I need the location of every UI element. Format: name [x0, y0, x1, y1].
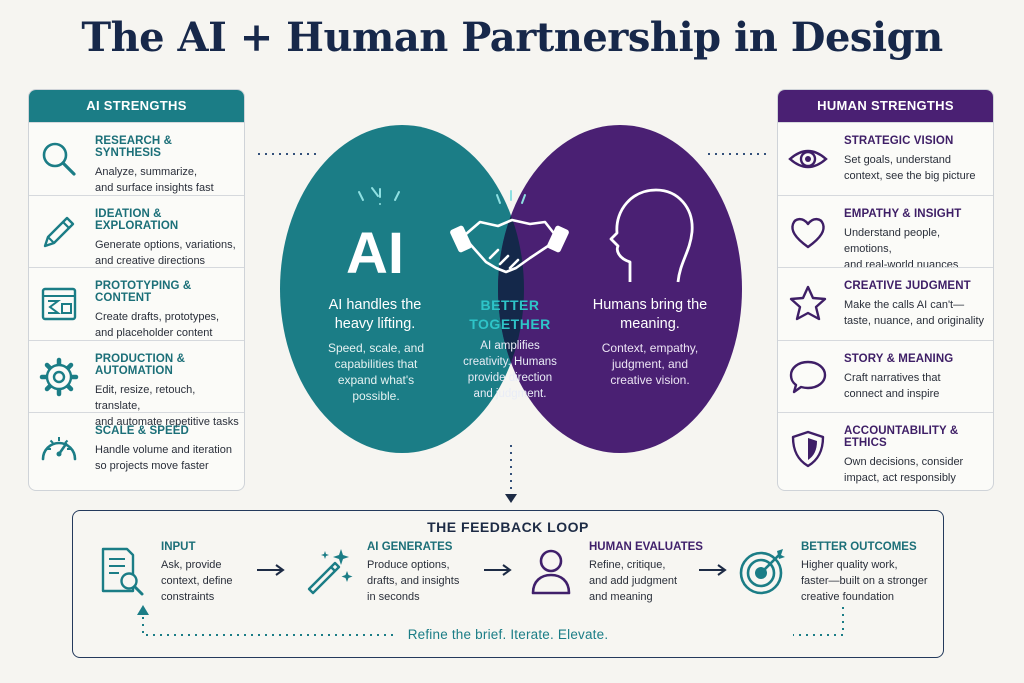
item-title: PRODUCTION & AUTOMATION: [95, 352, 186, 377]
item-title: CREATIVE JUDGMENT: [844, 280, 971, 293]
ai-strengths-heading: AI STRENGTHS: [29, 90, 244, 122]
magic-wand-icon: [303, 545, 355, 597]
step-description: Ask, provide context, define constraints: [161, 559, 233, 603]
prototype-window-icon: [37, 282, 81, 326]
ai-strength-item: PRODUCTION & AUTOMATION Edit, resize, re…: [29, 339, 244, 428]
sparkle-icon: [358, 187, 400, 205]
ai-strength-item: RESEARCH & SYNTHESIS Analyze, summarize,…: [29, 122, 244, 195]
eye-icon: [786, 137, 830, 181]
heart-icon: [786, 210, 830, 254]
human-strengths-heading: HUMAN STRENGTHS: [778, 90, 993, 122]
page-title: The AI + Human Partnership in Design: [81, 14, 943, 61]
step-description: Higher quality work, faster—built on a s…: [801, 559, 928, 603]
item-title: RESEARCH & SYNTHESIS: [95, 135, 173, 159]
arrow-right-icon: [257, 564, 285, 576]
center-heading: BETTER TOGETHER: [469, 297, 551, 332]
item-title: PROTOTYPING & CONTENT: [95, 280, 192, 305]
item-title: EMPATHY & INSIGHT: [844, 207, 962, 220]
gear-icon: [37, 355, 81, 399]
human-heading: Humans bring the meaning.: [592, 297, 708, 332]
step-title: BETTER OUTCOMES: [801, 541, 917, 553]
ai-label: AI: [346, 221, 404, 286]
human-strength-item: STORY & MEANING Craft narratives that co…: [778, 339, 993, 413]
item-title: SCALE & SPEED: [95, 425, 189, 438]
center-description: AI amplifies creativity. Humans provide …: [463, 340, 557, 400]
item-description: Make the calls AI can't— taste, nuance, …: [844, 299, 985, 328]
item-title: ACCOUNTABILITY & ETHICS: [844, 425, 959, 450]
arrow-down-icon: [505, 494, 517, 503]
step-title: INPUT: [161, 541, 196, 553]
ai-strengths-panel: AI STRENGTHS RESEARCH & SYNTHESIS Analyz…: [28, 89, 245, 491]
step-title: HUMAN EVALUATES: [589, 541, 703, 553]
feedback-loop-title: THE FEEDBACK LOOP: [427, 519, 589, 535]
step-title: AI GENERATES: [367, 541, 453, 553]
step-description: Produce options, drafts, and insights in…: [367, 559, 460, 603]
pencil-icon: [37, 210, 81, 254]
arrow-right-icon: [699, 564, 727, 576]
human-strength-item: ACCOUNTABILITY & ETHICS Own decisions, c…: [778, 412, 993, 485]
item-description: Own decisions, consider impact, act resp…: [844, 456, 964, 485]
human-strength-item: EMPATHY & INSIGHT Understand people, emo…: [778, 194, 993, 271]
ai-strength-item: PROTOTYPING & CONTENT Create drafts, pro…: [29, 267, 244, 340]
human-strength-item: STRATEGIC VISION Set goals, understand c…: [778, 122, 993, 195]
ai-heading: AI handles the heavy lifting.: [328, 297, 422, 332]
target-icon: [737, 545, 789, 597]
item-title: STRATEGIC VISION: [844, 135, 954, 147]
feedback-loop-footer: Refine the brief. Iterate. Elevate.: [407, 627, 609, 642]
human-strengths-panel: HUMAN STRENGTHS STRATEGIC VISION Set goa…: [777, 89, 994, 491]
shield-icon: [786, 427, 830, 471]
overlap-region: [498, 125, 524, 453]
ai-strength-item: IDEATION & EXPLORATION Generate options,…: [29, 194, 244, 268]
feedback-loop-panel: THE FEEDBACK LOOP INPUT Ask, provide con…: [72, 510, 944, 658]
item-description: Analyze, summarize, and surface insights…: [95, 166, 214, 194]
document-search-icon: [97, 545, 149, 597]
speedometer-icon: [37, 427, 81, 471]
item-description: Generate options, variations, and creati…: [95, 238, 236, 267]
item-description: Understand people, emotions, and real-wo…: [844, 226, 959, 271]
human-head-icon: [609, 188, 694, 283]
human-circle: [498, 125, 742, 453]
human-strength-item: CREATIVE JUDGMENT Make the calls AI can'…: [778, 267, 993, 340]
speech-bubble-icon: [786, 355, 830, 399]
item-description: Create drafts, prototypes, and placehold…: [95, 311, 220, 340]
item-description: Craft narratives that connect and inspir…: [844, 371, 941, 400]
item-description: Edit, resize, retouch, translate, and au…: [95, 383, 239, 428]
step-description: Refine, critique, and add judgment and m…: [589, 559, 678, 603]
ai-strength-item: SCALE & SPEED Handle volume and iteratio…: [29, 412, 244, 485]
arrow-right-icon: [484, 564, 512, 576]
search-icon: [37, 137, 81, 181]
return-loop-arrow: [137, 605, 844, 636]
person-icon: [525, 545, 577, 597]
ai-description: Speed, scale, and capabilities that expa…: [327, 341, 425, 403]
handshake-icon: [450, 190, 569, 274]
star-icon: [786, 282, 830, 326]
item-description: Set goals, understand context, see the b…: [844, 154, 976, 182]
human-description: Context, empathy, judgment, and creative…: [601, 341, 699, 387]
item-title: IDEATION & EXPLORATION: [95, 207, 179, 232]
item-description: Handle volume and iteration so projects …: [95, 444, 232, 473]
item-title: STORY & MEANING: [844, 352, 954, 365]
